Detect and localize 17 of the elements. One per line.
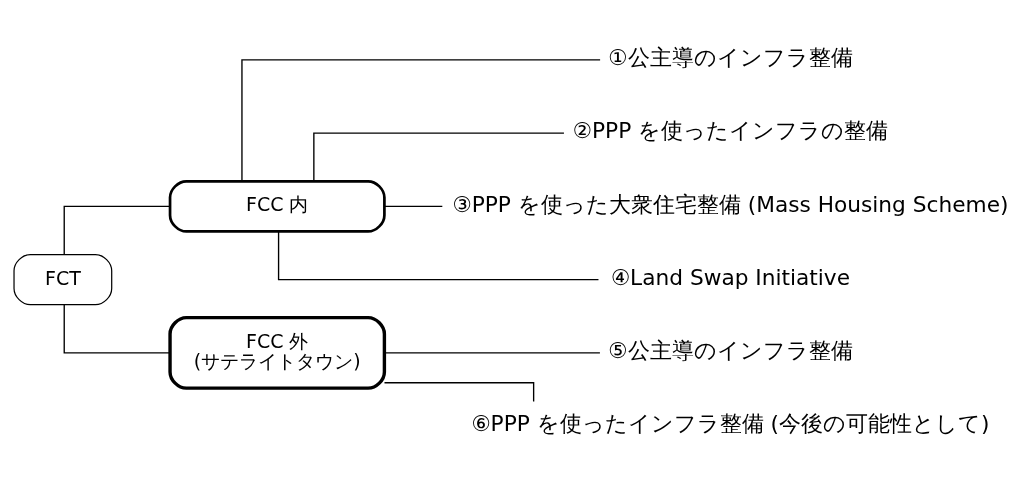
connector bbox=[277, 230, 600, 281]
node-text: ①公主導のインフラ整備 bbox=[608, 45, 853, 70]
connector bbox=[383, 205, 443, 208]
connector bbox=[63, 304, 171, 354]
node-box: FCC 外 (サテライトタウン) bbox=[168, 315, 387, 390]
connector bbox=[241, 59, 601, 182]
connector bbox=[383, 352, 601, 354]
node-text: ③PPP を使った大衆住宅整備 (Mass Housing Scheme) bbox=[452, 191, 1009, 217]
node-box: FCT bbox=[13, 253, 113, 306]
connector bbox=[383, 382, 535, 403]
node-box: FCC 内 bbox=[168, 179, 386, 233]
connector bbox=[313, 132, 565, 182]
node-text: ⑥PPP を使ったインフラ整備 (今後の可能性として) bbox=[471, 411, 990, 437]
connector bbox=[63, 205, 171, 256]
node-text: ②PPP を使ったインフラの整備 bbox=[572, 118, 889, 144]
node-text: ④Land Swap Initiative bbox=[610, 264, 851, 290]
node-text: ⑤公主導のインフラ整備 bbox=[608, 338, 853, 364]
